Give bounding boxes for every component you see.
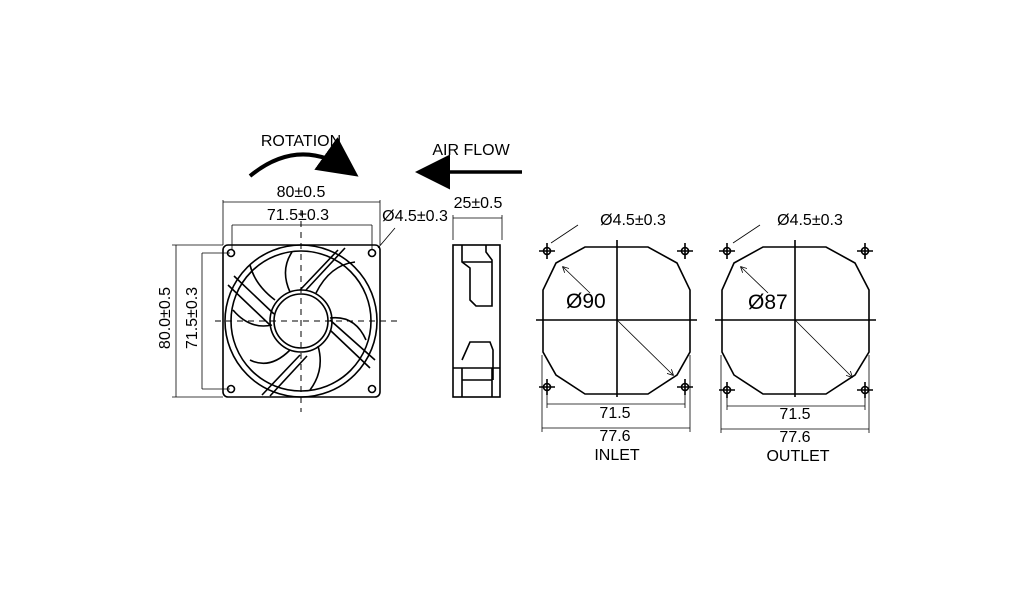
inlet-hole-spacing-dim: 71.5 xyxy=(599,405,630,422)
outlet-mounting-holes xyxy=(719,243,873,398)
inlet-view: Ø4.5±0.3 Ø90 71.5 77.6 INLET xyxy=(536,212,697,464)
rotation-label: ROTATION xyxy=(261,133,341,150)
outlet-view: Ø4.5±0.3 Ø87 71.5 77.6 OUTLET xyxy=(715,212,876,465)
front-width-hole-dim: 71.5±0.3 xyxy=(267,207,329,224)
fan-blades xyxy=(227,247,376,397)
front-view: 80±0.5 71.5±0.3 Ø4.5±0.3 80.0±0.5 71.5±0… xyxy=(157,184,448,412)
side-view: 25±0.5 xyxy=(452,195,503,398)
inlet-title: INLET xyxy=(594,447,640,464)
outlet-width-dim: 77.6 xyxy=(779,429,810,446)
inlet-width-dim: 77.6 xyxy=(599,428,630,445)
front-hole-dia-dim: Ø4.5±0.3 xyxy=(382,208,448,225)
outlet-opening-dia-dim: Ø87 xyxy=(748,291,788,314)
mounting-holes xyxy=(226,248,377,394)
inlet-hole-dia-dim: Ø4.5±0.3 xyxy=(600,212,666,229)
side-depth-dim: 25±0.5 xyxy=(454,195,503,212)
outlet-hole-spacing-dim: 71.5 xyxy=(779,406,810,423)
airflow-label: AIR FLOW xyxy=(432,142,510,159)
outlet-title: OUTLET xyxy=(766,448,829,465)
airflow-indicator: AIR FLOW xyxy=(415,142,522,190)
rotation-arrow-icon xyxy=(248,137,359,178)
front-height-outer-dim: 80.0±0.5 xyxy=(157,287,174,349)
front-width-outer-dim: 80±0.5 xyxy=(277,184,326,201)
outlet-hole-dia-dim: Ø4.5±0.3 xyxy=(777,212,843,229)
inlet-opening-dia-dim: Ø90 xyxy=(566,290,606,313)
front-height-hole-dim: 71.5±0.3 xyxy=(184,287,201,349)
rotation-indicator: ROTATION xyxy=(248,133,359,178)
